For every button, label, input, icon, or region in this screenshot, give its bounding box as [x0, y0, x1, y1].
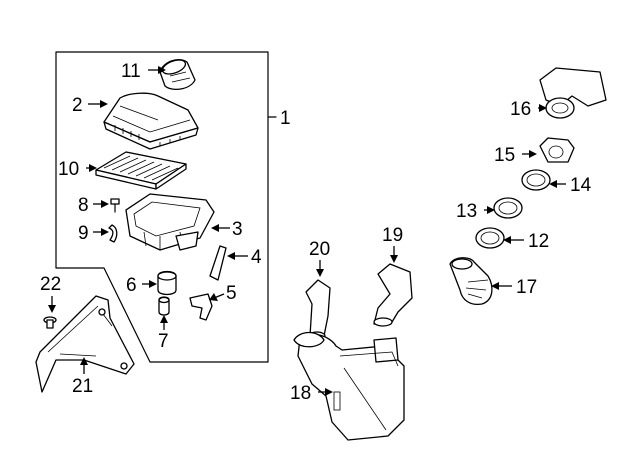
- part-7-insulator: [158, 296, 170, 316]
- callout-13: 13: [456, 201, 477, 222]
- part-17-hose: [449, 257, 493, 306]
- leader-arrows: [48, 66, 566, 396]
- part-11-intake-tube: [159, 58, 196, 91]
- assembly-1-outline: [55, 51, 269, 363]
- callout-11: 11: [121, 61, 141, 82]
- part-16-throttle-body: [539, 67, 607, 119]
- callout-7: 7: [158, 331, 169, 352]
- callout-2: 2: [72, 95, 83, 116]
- callout-1: 1: [280, 108, 291, 129]
- part-10-filter-element: [95, 151, 187, 190]
- callout-17: 17: [516, 277, 537, 298]
- callout-20: 20: [309, 239, 330, 260]
- callout-18: 18: [290, 383, 311, 404]
- callout-16: 16: [510, 99, 531, 120]
- part-5-bracket: [189, 293, 213, 321]
- callout-12: 12: [528, 231, 549, 252]
- part-22-bolt: [43, 316, 57, 329]
- part-14-clamp: [521, 169, 551, 191]
- part-20-elbow-duct: [305, 279, 331, 341]
- part-9-strap: [108, 224, 118, 243]
- callout-6: 6: [126, 275, 137, 296]
- part-3-lower-housing: [125, 193, 215, 251]
- callout-15: 15: [494, 145, 515, 166]
- part-6-grommet: [157, 270, 177, 296]
- callout-21: 21: [72, 376, 93, 397]
- callout-8: 8: [78, 195, 89, 216]
- callout-10: 10: [58, 159, 79, 180]
- callout-14: 14: [570, 175, 592, 196]
- part-21-side-bracket: [35, 295, 135, 393]
- callout-19: 19: [382, 225, 403, 246]
- part-13-ring: [493, 197, 523, 219]
- part-2-cover: [103, 92, 199, 150]
- part-18-resonator: [293, 331, 405, 441]
- callout-3: 3: [232, 219, 243, 240]
- callout-5: 5: [226, 283, 237, 304]
- part-12-clamp: [475, 227, 505, 249]
- part-15-sensor: [539, 137, 575, 163]
- part-19-duct: [373, 263, 413, 327]
- part-4-seal: [209, 245, 227, 281]
- callout-9: 9: [78, 223, 89, 244]
- callout-4: 4: [251, 247, 262, 268]
- callout-22: 22: [40, 274, 61, 295]
- part-8-clip: [110, 198, 120, 213]
